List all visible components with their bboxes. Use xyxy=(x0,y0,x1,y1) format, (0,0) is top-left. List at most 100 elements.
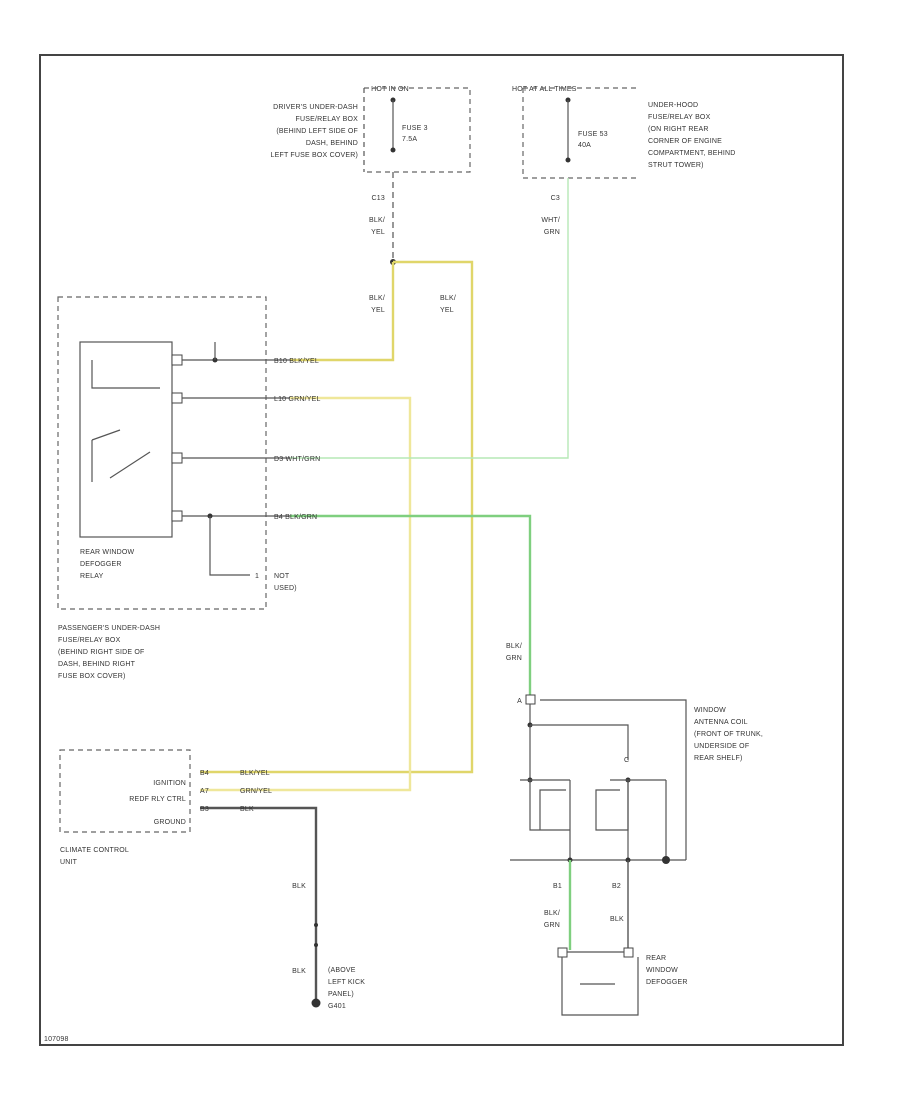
antenna-desc-5: REAR SHELF) xyxy=(694,755,743,762)
passenger-box-4: DASH, BEHIND RIGHT xyxy=(58,661,136,668)
ground-location-4: G401 xyxy=(328,1003,346,1010)
driver-box-location-1: DRIVER'S UNDER-DASH xyxy=(273,104,358,111)
diagram-frame xyxy=(39,54,844,1046)
blk-grn-wire xyxy=(290,514,532,695)
rear-window-defogger: BLK/ GRN BLK REAR WINDOW DEFOGGER xyxy=(544,860,688,1016)
driver-fuse-box: HOT IN ON FUSE 3 7.5A DRIVER'S UNDER-DAS… xyxy=(271,86,471,262)
climate-pin-name-3: GROUND xyxy=(154,819,186,826)
passenger-box-3: (BEHIND RIGHT SIDE OF xyxy=(58,649,145,656)
ground-location-3: PANEL) xyxy=(328,991,354,998)
relay-pin-row-2: L10 GRN/YEL xyxy=(171,392,321,404)
underhood-location-5: COMPARTMENT, BEHIND xyxy=(648,150,736,157)
driver-box-location-2: FUSE/RELAY BOX xyxy=(296,116,359,123)
antenna-desc-3: (FRONT OF TRUNK, xyxy=(694,731,763,738)
relay-name-1: REAR WINDOW xyxy=(80,549,134,556)
antenna-wire-color-1: BLK/ xyxy=(506,643,522,650)
climate-pin-row-2: REDF RLY CTRL A7 GRN/YEL xyxy=(129,788,272,803)
antenna-wire-color-2: GRN xyxy=(506,655,522,662)
antenna-desc-1: WINDOW xyxy=(694,707,726,714)
fuse-53-label: FUSE 53 xyxy=(578,131,608,138)
passenger-box-5: FUSE BOX COVER) xyxy=(58,673,126,680)
underhood-location-3: (ON RIGHT REAR xyxy=(648,126,709,133)
driver-box-location-3: (BEHIND LEFT SIDE OF xyxy=(276,128,358,135)
c13-wire-color-2: YEL xyxy=(371,229,385,236)
defogger-name-1: REAR xyxy=(646,955,666,962)
climate-name-2: UNIT xyxy=(60,859,78,866)
relay-pin-row-1: B10 BLK/YEL xyxy=(171,342,319,366)
ground-wire-top: BLK xyxy=(292,883,306,890)
underhood-fuse-box: HOT AT ALL TIMES FUSE 53 40A UNDER-HOOD … xyxy=(512,86,736,236)
fuse-3-pin-bottom xyxy=(390,147,396,153)
defogger-name-2: WINDOW xyxy=(646,967,678,974)
wire-mid-right-2: YEL xyxy=(440,307,454,314)
fuse-3-label: FUSE 3 xyxy=(402,125,428,132)
passenger-box-1: PASSENGER'S UNDER-DASH xyxy=(58,625,160,632)
antenna-desc-2: ANTENNA COIL xyxy=(694,719,748,726)
antenna-b2: B2 xyxy=(612,883,621,890)
relay-not-used-2: USED) xyxy=(274,585,297,592)
blk-ground-wire xyxy=(200,806,318,1000)
underhood-location-1: UNDER-HOOD xyxy=(648,102,698,109)
driver-box-location-5: LEFT FUSE BOX COVER) xyxy=(271,152,359,159)
climate-name-1: CLIMATE CONTROL xyxy=(60,847,129,854)
relay-not-used-1: NOT xyxy=(274,573,290,580)
ground-g401: BLK BLK (ABOVE LEFT KICK PANEL) G401 xyxy=(292,883,365,1010)
antenna-pin-a: A xyxy=(517,698,522,705)
relay-name-3: RELAY xyxy=(80,573,104,580)
c3-wire-color-2: GRN xyxy=(544,229,560,236)
fuse-3-rating: 7.5A xyxy=(402,136,417,143)
defogger-left-wire-2: GRN xyxy=(544,922,560,929)
connector-c3: C3 xyxy=(551,195,560,202)
ground-location-1: (ABOVE xyxy=(328,967,356,974)
ground-wire-bottom: BLK xyxy=(292,968,306,975)
window-antenna-coil: BLK/ GRN A C WINDOW ANTENNA COIL (FRONT … xyxy=(506,643,763,890)
relay-pin-row-4: B4 BLK/GRN xyxy=(171,510,317,576)
relay-not-used-pin: 1 xyxy=(255,573,259,580)
antenna-b1: B1 xyxy=(553,883,562,890)
climate-pin-3: B3 xyxy=(200,806,209,813)
climate-pin-name-2: REDF RLY CTRL xyxy=(129,796,186,803)
blk-yel-wire-to-relay xyxy=(290,262,395,362)
relay-pin-label-4: B4 BLK/GRN xyxy=(274,514,317,521)
left-fuse-header: HOT IN ON xyxy=(371,86,409,93)
climate-control-unit: IGNITION B4 BLK/YEL REDF RLY CTRL A7 GRN… xyxy=(59,749,272,866)
climate-pin-row-1: IGNITION B4 BLK/YEL xyxy=(153,770,270,787)
climate-wire-2: GRN/YEL xyxy=(240,788,272,795)
underhood-location-6: STRUT TOWER) xyxy=(648,162,704,169)
defogger-name-3: DEFOGGER xyxy=(646,979,688,986)
underhood-location-2: FUSE/RELAY BOX xyxy=(648,114,711,121)
defogger-left-wire-1: BLK/ xyxy=(544,910,560,917)
passenger-box-2: FUSE/RELAY BOX xyxy=(58,637,121,644)
relay-name-2: DEFOGGER xyxy=(80,561,122,568)
wire-mid-right-1: BLK/ xyxy=(440,295,456,302)
passenger-fuse-box-label: PASSENGER'S UNDER-DASH FUSE/RELAY BOX (B… xyxy=(58,625,160,680)
right-fuse-header: HOT AT ALL TIMES xyxy=(512,86,577,93)
diagram-footer-id: 107098 xyxy=(44,1036,69,1043)
ground-location-2: LEFT KICK xyxy=(328,979,365,986)
climate-pin-row-3: GROUND B3 BLK xyxy=(154,806,254,826)
climate-wire-3: BLK xyxy=(240,806,254,813)
ground-point xyxy=(311,998,321,1008)
underhood-location-4: CORNER OF ENGINE xyxy=(648,138,722,145)
grn-yel-wire xyxy=(200,396,412,792)
c3-wire-color-1: WHT/ xyxy=(541,217,560,224)
rear-window-defogger-relay: B10 BLK/YEL L10 GRN/YEL D3 WHT/GRN B4 BL… xyxy=(57,296,321,610)
connector-c13: C13 xyxy=(372,195,385,202)
climate-wire-1: BLK/YEL xyxy=(240,770,270,777)
relay-pin-label-2: L10 GRN/YEL xyxy=(274,396,321,403)
wht-grn-wire xyxy=(290,178,569,459)
antenna-desc-4: UNDERSIDE OF xyxy=(694,743,749,750)
driver-box-location-4: DASH, BEHIND xyxy=(306,140,358,147)
antenna-pin-c: C xyxy=(624,757,629,764)
c13-wire-color-1: BLK/ xyxy=(369,217,385,224)
relay-pin-label-1: B10 BLK/YEL xyxy=(274,358,319,365)
wire-mid-left-1: BLK/ xyxy=(369,295,385,302)
climate-pin-2: A7 xyxy=(200,788,209,795)
defogger-right-wire: BLK xyxy=(610,916,624,923)
wire-mid-left-2: YEL xyxy=(371,307,385,314)
climate-pin-name-1: IGNITION xyxy=(153,780,186,787)
relay-pin-label-3: D3 WHT/GRN xyxy=(274,456,320,463)
climate-pin-1: B4 xyxy=(200,770,209,777)
fuse-53-pin-bottom xyxy=(565,157,571,163)
